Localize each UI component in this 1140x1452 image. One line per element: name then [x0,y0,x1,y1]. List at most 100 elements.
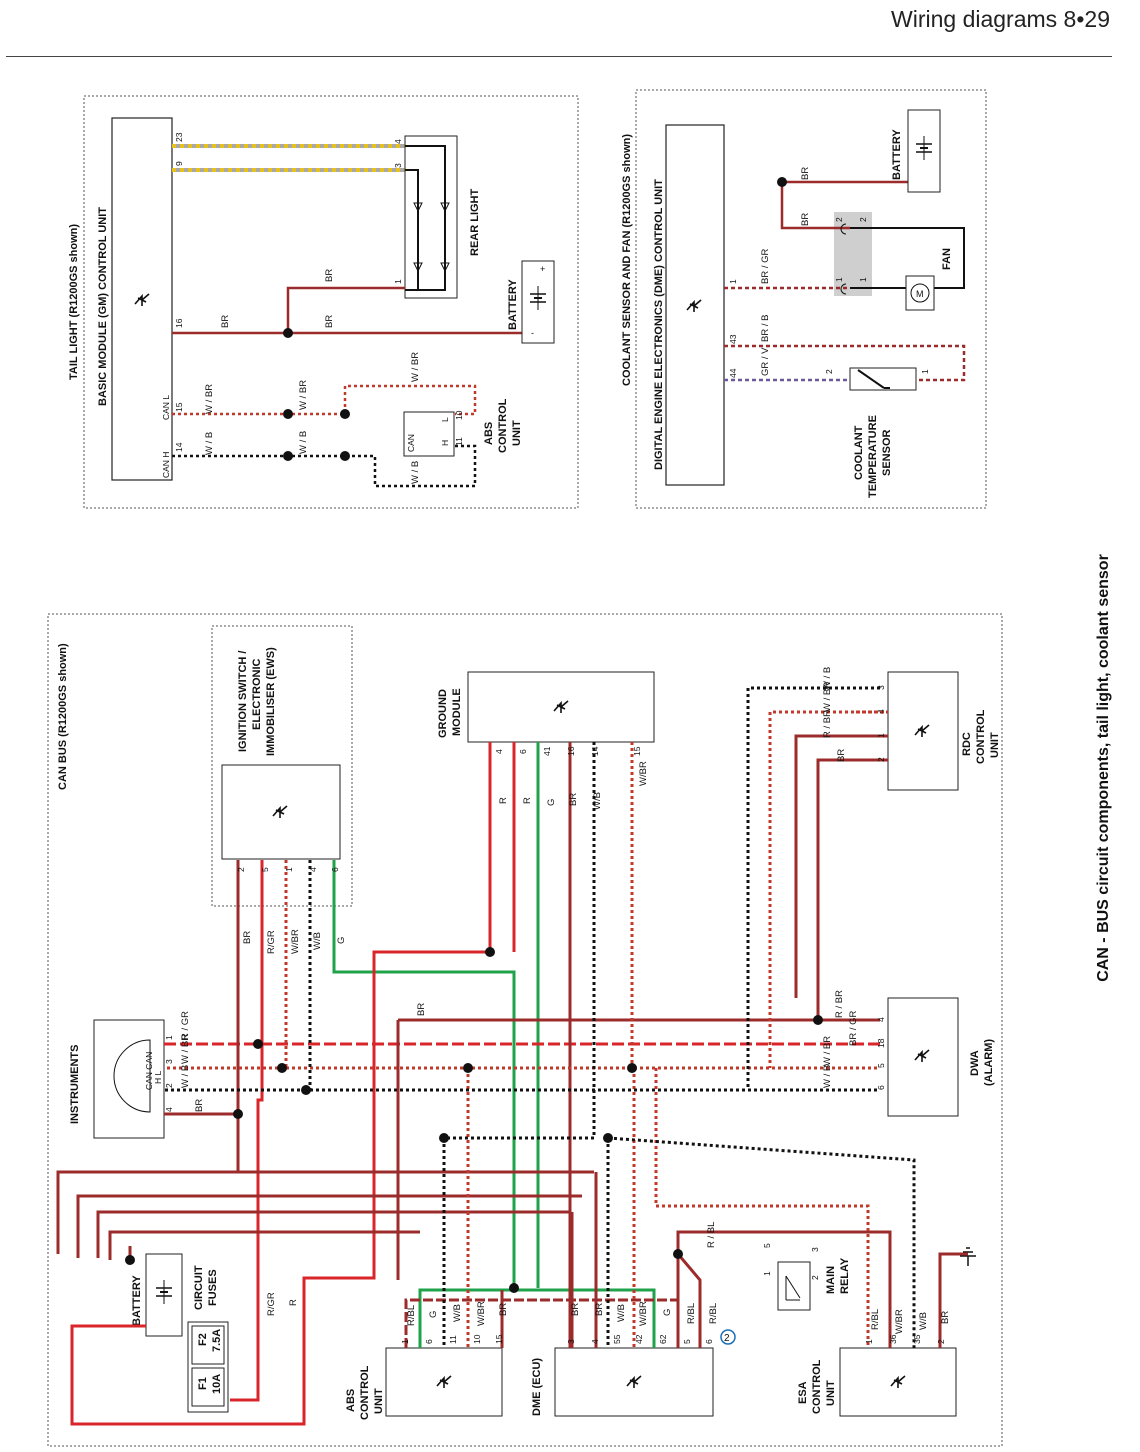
abs-pin: 15 [494,1334,504,1344]
led-icon [413,202,450,273]
abs-label-3: UNIT [511,420,523,446]
earth-icon [960,1247,976,1266]
can-h-label: CAN H [161,452,171,478]
dme-label: DIGITAL ENGINE ELECTRONICS (DME) CONTROL… [653,179,665,470]
wire-br [396,1020,968,1348]
relay-label-1: MAIN [825,1266,837,1294]
fuse-f1-rating: 10A [211,1374,223,1394]
svg-text:-: - [531,328,534,338]
ign-pin: 1 [284,867,294,872]
tail-light-frame [83,95,579,509]
rear-light-label: REAR LIGHT [469,189,481,257]
can-bus-title: CAN BUS (R1200GS shown) [57,643,69,790]
wire-br [500,1172,598,1348]
dwa-wire: W / BR [822,1036,833,1066]
junction-dot [340,409,350,419]
battery-label: BATTERY [891,129,903,180]
relay-pin-2: 2 [810,1275,820,1280]
dme-wire: W/B [616,1304,627,1322]
gm-pin: 4 [494,749,504,754]
rdc-label-2: CONTROL [975,709,987,764]
rdc-pin: 2 [876,757,886,762]
ign-pin: 2 [236,867,246,872]
rdc-pin: 1 [876,733,886,738]
fan-m: M [916,289,924,299]
dme-pin: 4 [590,1339,600,1344]
wire-label-r-gr: R/GR [266,1292,277,1316]
sensor-pin-2: 2 [824,369,834,374]
thermistor-icon [857,369,890,389]
rdc-label-3: UNIT [989,732,1001,758]
dme-wire: BR [594,1303,605,1316]
fuses-label-1: CIRCUIT [193,1265,205,1310]
abs-label-1: ABS [345,1389,357,1412]
inst-pin: 2 [164,1083,174,1088]
ign-wire: R/GR [266,930,277,954]
wire-label-br: BR [324,315,335,328]
dme-pin: 42 [634,1334,644,1344]
rear-light-box [404,135,458,299]
pin-9: 9 [174,161,184,166]
dwa-wire: BR / GR [848,1010,859,1046]
conn-pin: 2 [834,217,844,222]
sensor-label-3: SENSOR [881,429,893,476]
inst-wire: W / B [180,1065,191,1088]
abs-pin: 10 [472,1334,482,1344]
abs-wire: W/B [452,1304,463,1322]
conn-pin: 1 [834,277,844,282]
abs-wire: R/BL [406,1305,417,1326]
svg-text:+: + [540,264,545,274]
esa-label-3: UNIT [825,1380,837,1406]
callout-number: 2 [724,1333,730,1344]
dme-pin: 3 [566,1339,576,1344]
ign-pin: 6 [330,867,340,872]
wire-label-r: R [288,1299,299,1306]
gm-wire: R [498,797,509,804]
rear-light-wiring [405,145,446,291]
pin-44: 44 [728,368,738,378]
sensor-label-1: COOLANT [853,425,865,480]
page-header-title: Wiring diagrams 8•29 [891,6,1110,32]
dwa-wire: R / BR [834,990,845,1018]
wire-label-br: BR [800,167,811,180]
battery-icon: +- [530,264,546,338]
wire-br [780,180,908,230]
dme-pin: 6 [704,1339,714,1344]
inst-pin: 1 [164,1035,174,1040]
gm-wire: R [522,797,533,804]
pin-16: 16 [174,318,184,328]
ign-wire: G [336,937,347,944]
wire-label-w-b: W / B [410,461,421,484]
esa-pin: 35 [912,1334,922,1344]
junction-dot [283,451,293,461]
connector-icon [840,223,847,295]
can-bus-panel: CAN BUS (R1200GS shown) IGNITION SWITCH … [47,613,1003,1447]
wire-g [332,742,656,1348]
junction-dots [125,947,823,1293]
callout-marker [720,1329,736,1345]
dme-wire: G [662,1309,673,1316]
fuse-f2 [191,1325,225,1365]
inst-wire: W / BR [180,1034,191,1064]
wire-label-w-br: W / BR [204,384,215,414]
wire-br [164,734,888,1348]
dwa-label-1: DWA [969,1050,981,1076]
gm-pin: 15 [632,746,642,756]
inst-wire: R / GR [180,1011,191,1040]
battery-label: BATTERY [131,1275,143,1326]
ignition-label-2: ELECTRONIC [251,658,263,730]
wire-r-bl [676,1230,892,1348]
ign-pin: 5 [260,867,270,872]
wire-label-w-b: W / B [204,432,215,455]
abs-h-label: H [440,440,450,446]
wire-r-gr [230,860,264,1402]
wire-r [70,742,492,1426]
fan-motor-icon [910,283,930,303]
relay-pin-1: 1 [762,1271,772,1276]
abs-can-label: CAN [406,434,416,452]
rear-pin-4: 4 [393,139,403,144]
relay-pin-5: 5 [762,1243,772,1248]
conn-pin: 1 [858,277,868,282]
dme-ecu-label: DME (ECU) [531,1358,543,1416]
gm-pin: 6 [518,749,528,754]
